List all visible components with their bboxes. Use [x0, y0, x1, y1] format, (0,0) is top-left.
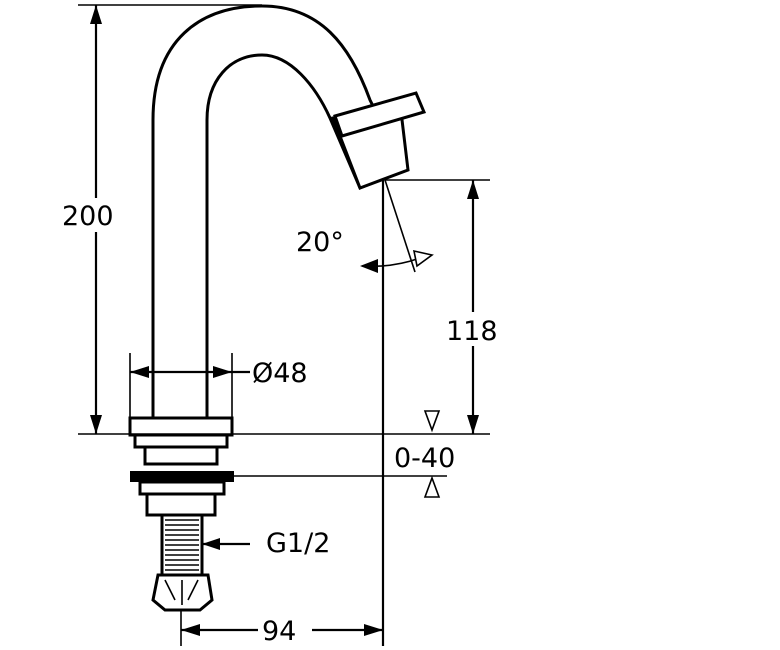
base-washer	[130, 471, 234, 482]
dimension-spout-height	[385, 179, 500, 434]
dimension-angle	[360, 179, 434, 646]
adjust-range-label: 0-40	[394, 443, 455, 474]
dimension-projection	[180, 610, 383, 646]
thread-label: G1/2	[266, 528, 330, 559]
spout-outline	[151, 4, 408, 418]
height-total-label: 200	[62, 201, 114, 232]
base-nut-2	[143, 445, 219, 466]
lever-handle	[333, 91, 427, 138]
locking-nut	[145, 492, 217, 517]
dimension-thread	[202, 538, 250, 550]
base-flange	[128, 416, 234, 437]
base-ring	[138, 480, 226, 496]
dimension-height-total	[58, 4, 490, 435]
dimension-adjust-range	[234, 410, 447, 498]
spout-height-label: 118	[446, 316, 498, 347]
angle-label: 20°	[296, 227, 344, 258]
diameter-label: Ø48	[252, 358, 308, 389]
thread-lines	[165, 519, 199, 571]
projection-label: 94	[262, 616, 296, 647]
dimension-diameter	[129, 353, 250, 418]
base-nut-1	[133, 433, 229, 449]
faucet-body	[128, 4, 427, 612]
